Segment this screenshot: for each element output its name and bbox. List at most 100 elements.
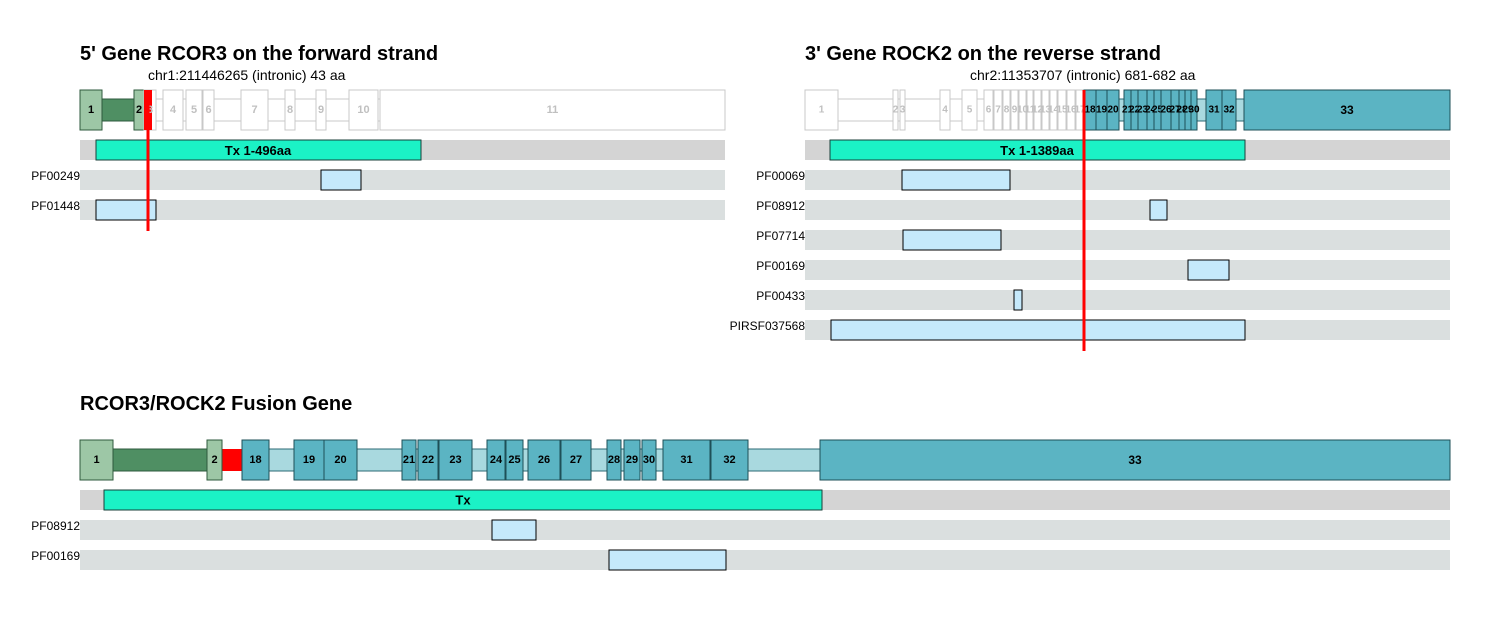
exon-label: 10 xyxy=(1017,105,1029,116)
exon-label: 1 xyxy=(93,454,99,466)
exon-label: 7 xyxy=(251,104,257,116)
exon-label: 7 xyxy=(995,105,1001,116)
exon-label: 18 xyxy=(1084,105,1096,116)
exon-label: 27 xyxy=(1169,105,1181,116)
domain-track-bg xyxy=(805,200,1450,220)
exon-box xyxy=(293,439,325,481)
exon-label: 2 xyxy=(136,104,142,116)
exon-label: 2 xyxy=(893,105,899,116)
exon-label: 1 xyxy=(88,104,94,116)
exon-label: 4 xyxy=(942,105,948,116)
domain-track-bg xyxy=(80,170,725,190)
exon-box xyxy=(379,89,726,131)
three-prime-domain-track-pirsf037568: PIRSF037568 xyxy=(730,319,1450,341)
exon-box xyxy=(1190,89,1198,131)
domain-block xyxy=(491,519,537,541)
five-prime-domain-track-pf01448: PF01448 xyxy=(31,199,725,221)
domain-block xyxy=(608,549,727,571)
three-prime-transcript-track: Tx 1-1389aa xyxy=(805,139,1450,161)
exon-box xyxy=(284,89,296,131)
domain-label: PF08912 xyxy=(31,519,80,533)
domain-track-bg xyxy=(80,520,1450,540)
exon-box xyxy=(892,89,899,131)
domain-label: PF00249 xyxy=(31,169,80,183)
exon-label: 28 xyxy=(608,454,620,466)
exon-box xyxy=(961,89,978,131)
exon-label: 8 xyxy=(1004,105,1010,116)
exon-box xyxy=(401,439,417,481)
exon-label: 3 xyxy=(900,105,906,116)
exon-box xyxy=(560,439,592,481)
exon-box xyxy=(206,439,223,481)
domain-block xyxy=(1013,289,1023,311)
exon-box xyxy=(804,89,839,131)
exon-box xyxy=(993,89,1003,131)
domain-label: PF07714 xyxy=(756,229,805,243)
exon-box xyxy=(641,439,657,481)
exon-box xyxy=(185,89,203,131)
exon-box xyxy=(486,439,506,481)
exon-label: 21 xyxy=(403,454,415,466)
exon-box xyxy=(241,439,270,481)
exon-label: 18 xyxy=(249,454,261,466)
five-prime-title: 5' Gene RCOR3 on the forward strand xyxy=(80,43,438,65)
transcript-label: Tx 1-1389aa xyxy=(1000,143,1074,158)
exon-box xyxy=(162,89,184,131)
three-prime-domain-track-pf00069: PF00069 xyxy=(756,169,1450,191)
intron-bar xyxy=(101,98,136,122)
exon-box xyxy=(348,89,379,131)
domain-block xyxy=(320,169,362,191)
exon-label: 6 xyxy=(205,104,211,116)
exon-label: 5 xyxy=(191,104,197,116)
exon-label: 9 xyxy=(1012,105,1018,116)
exon-label: 8 xyxy=(287,104,293,116)
domain-label: PIRSF037568 xyxy=(730,319,806,333)
exon-label: 4 xyxy=(170,104,177,116)
exon-label: 15 xyxy=(1056,105,1068,116)
exon-box xyxy=(505,439,524,481)
domain-label: PF00169 xyxy=(31,549,80,563)
exon-label: 10 xyxy=(357,104,369,116)
exon-label: 14 xyxy=(1048,105,1060,116)
five-prime-domain-track-pf00249: PF00249 xyxy=(31,169,725,191)
exon-box xyxy=(527,439,561,481)
exon-box xyxy=(623,439,641,481)
domain-label: PF00169 xyxy=(756,259,805,273)
domain-track-bg xyxy=(805,290,1450,310)
exon-box xyxy=(417,439,439,481)
domain-block xyxy=(95,199,157,221)
exon-box xyxy=(315,89,327,131)
exon-label: 24 xyxy=(1145,105,1157,116)
exon-box xyxy=(323,439,358,481)
fusion-transcript-track: Tx xyxy=(80,489,1450,511)
exon-label: 25 xyxy=(508,454,520,466)
transcript-label: Tx 1-496aa xyxy=(225,143,292,158)
exon-label: 19 xyxy=(303,454,315,466)
domain-block xyxy=(1149,199,1168,221)
domain-block xyxy=(1187,259,1230,281)
exon-box xyxy=(1066,89,1076,131)
exon-label: 11 xyxy=(547,104,559,116)
exon-label: 11 xyxy=(1025,105,1036,116)
exon-box xyxy=(79,439,114,481)
exon-box xyxy=(1041,89,1050,131)
exon-box xyxy=(606,439,622,481)
domain-track-bg xyxy=(80,200,725,220)
three-prime-title: 3' Gene ROCK2 on the reverse strand xyxy=(805,43,1161,65)
exon-label: 26 xyxy=(538,454,550,466)
exon-label: 32 xyxy=(1223,105,1235,116)
exon-label: 30 xyxy=(643,454,655,466)
exon-label: 32 xyxy=(723,454,735,466)
domain-block xyxy=(902,229,1002,251)
exon-label: 22 xyxy=(422,454,434,466)
exon-box xyxy=(438,439,473,481)
exon-label: 12 xyxy=(1032,105,1044,116)
three-prime-domain-track-pf00169: PF00169 xyxy=(756,259,1450,281)
exon-label: 24 xyxy=(490,454,503,466)
exon-label: 16 xyxy=(1065,105,1077,116)
intron-bar xyxy=(112,448,209,472)
domain-label: PF01448 xyxy=(31,199,80,213)
